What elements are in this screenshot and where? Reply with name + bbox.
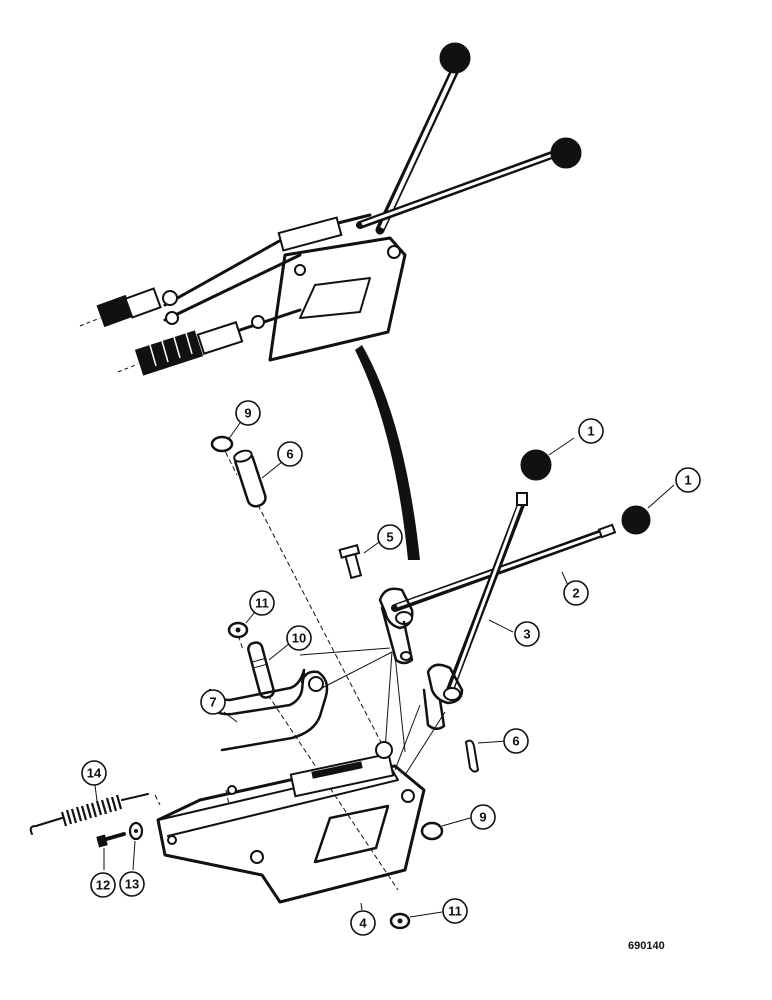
- callout-12-bolt: 12: [90, 872, 116, 898]
- knob-2-right: [621, 505, 651, 535]
- callout-10-pin: 10: [286, 625, 312, 651]
- knob-top-upper: [439, 42, 471, 74]
- callout-14-spring: 14: [81, 760, 107, 786]
- knob-3-top: [520, 449, 552, 481]
- knob-top-right: [550, 137, 582, 169]
- spring-14: [29, 793, 149, 835]
- svg-text:6: 6: [512, 734, 519, 749]
- svg-text:13: 13: [125, 877, 139, 892]
- callout-13-washer: 13: [119, 871, 145, 897]
- callout-9-washer-upper: 9: [235, 400, 261, 426]
- svg-text:7: 7: [209, 695, 216, 710]
- exploded-parts-view: [29, 419, 675, 930]
- callout-11-nut-upper: 11: [249, 590, 275, 616]
- svg-text:14: 14: [87, 766, 102, 781]
- callout-6-pin: 6: [277, 441, 303, 467]
- callout-3-lever: 3: [514, 621, 540, 647]
- assembly-arrow: [355, 345, 420, 560]
- svg-text:9: 9: [479, 810, 486, 825]
- callout-1-knob-horizontal: 1: [675, 467, 701, 493]
- svg-text:10: 10: [292, 631, 306, 646]
- svg-text:2: 2: [572, 586, 579, 601]
- callout-7-link: 7: [200, 689, 226, 715]
- svg-text:11: 11: [255, 596, 269, 611]
- svg-text:9: 9: [244, 406, 251, 421]
- bolt-5: [338, 544, 363, 580]
- lower-cable-boot: [134, 330, 204, 376]
- svg-text:11: 11: [448, 904, 462, 919]
- callout-11-nut-lower: 11: [442, 898, 468, 924]
- svg-text:5: 5: [386, 530, 393, 545]
- svg-text:4: 4: [359, 916, 367, 931]
- callout-2-lever: 2: [563, 580, 589, 606]
- assembled-lever-view: [79, 42, 582, 376]
- figure-number: 690140: [628, 940, 665, 952]
- bracket-plate-4: [156, 764, 426, 904]
- svg-text:1: 1: [587, 424, 594, 439]
- svg-text:3: 3: [523, 627, 530, 642]
- pin-10: [247, 641, 275, 699]
- svg-text:6: 6: [286, 447, 293, 462]
- callout-1-knob-upright: 1: [578, 418, 604, 444]
- callout-9-washer-lower: 9: [470, 804, 496, 830]
- callout-4-bracket: 4: [350, 910, 376, 936]
- bolt-12: [96, 832, 126, 848]
- svg-text:1: 1: [684, 473, 691, 488]
- callout-5-bolt: 5: [377, 524, 403, 550]
- svg-text:12: 12: [96, 878, 110, 893]
- callout-balloons: 1 1 2 3 4 5 6 6: [81, 400, 701, 936]
- callout-6-cotter-pin: 6: [503, 728, 529, 754]
- pin-8: [233, 449, 267, 508]
